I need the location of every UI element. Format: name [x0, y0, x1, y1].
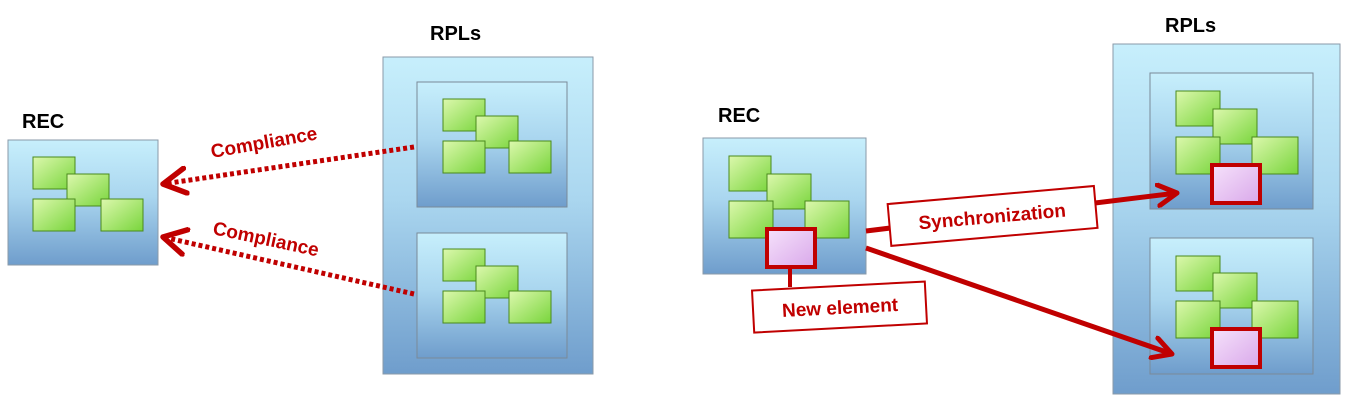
right-rec-panel — [702, 137, 867, 275]
right-scenario: REC RPLs — [702, 15, 1341, 395]
left-rec-blocks — [32, 156, 144, 232]
right-rec-label: REC — [718, 105, 760, 127]
left-rpl-top — [416, 81, 568, 208]
synchronization-box: Synchronization — [886, 184, 1099, 247]
new-element-box: New element — [750, 280, 929, 334]
right-rpl-top — [1149, 72, 1314, 210]
right-rpls-label: RPLs — [1165, 15, 1216, 37]
left-rec-panel — [7, 139, 159, 266]
left-rpls-container — [382, 56, 594, 375]
right-rec-new-element-block — [765, 227, 817, 269]
sync-arrow-bottom — [865, 245, 1172, 354]
left-rec-label: REC — [22, 111, 64, 133]
right-rpl-bottom — [1149, 237, 1314, 375]
compliance-label-top: Compliance — [209, 124, 319, 163]
left-scenario: REC RPLs — [7, 23, 594, 375]
left-rpls-label: RPLs — [430, 23, 481, 45]
compliance-arrow-bottom — [163, 237, 415, 297]
left-rpl-bottom — [416, 232, 568, 359]
compliance-label-bottom: Compliance — [211, 218, 321, 261]
compliance-arrow-top — [163, 144, 415, 184]
right-rpls-container — [1112, 43, 1341, 395]
